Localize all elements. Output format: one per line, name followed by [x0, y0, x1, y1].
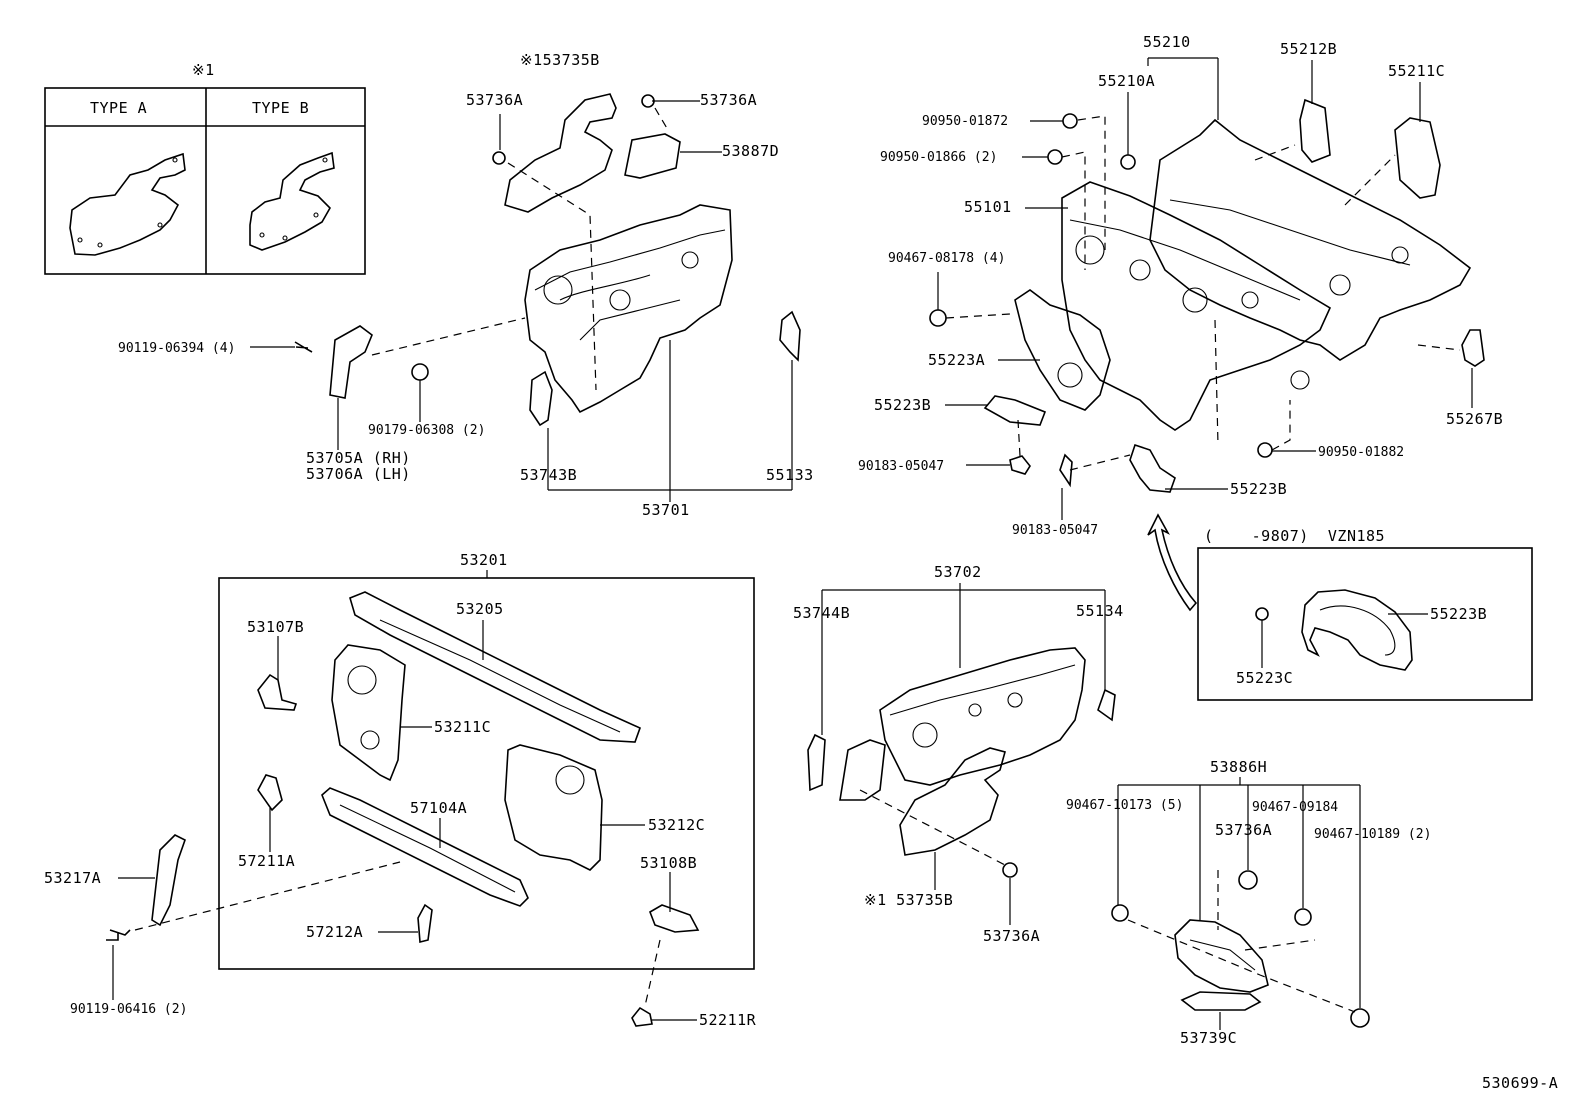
part-label: 90467-10189 (2) — [1314, 827, 1432, 842]
inset-header: ( -9807) VZN185 — [1204, 527, 1386, 545]
part-label: 53739C — [1180, 1029, 1238, 1047]
part-label: 55210 — [1143, 33, 1191, 51]
footer-code: 530699-A — [1482, 1074, 1559, 1092]
part-label: 90467-09184 — [1252, 800, 1339, 815]
part-label: 53743B — [520, 466, 578, 484]
part-label: ※153735B — [520, 51, 600, 69]
part-label: 57211A — [238, 852, 296, 870]
part-label: 57212A — [306, 923, 364, 941]
part-label: 53211C — [434, 718, 492, 736]
part-label: 53744B — [793, 604, 851, 622]
part-label: ※1 53735B — [864, 891, 954, 909]
part-label: 53212C — [648, 816, 706, 834]
part-label: 53736A — [983, 927, 1041, 945]
part-label: 53706A (LH) — [306, 465, 411, 483]
part-label: 55223C — [1236, 669, 1294, 687]
part-label: 53736A — [466, 91, 524, 109]
part-label: 53887D — [722, 142, 780, 160]
part-label: 90950-01866 (2) — [880, 150, 998, 165]
part-label: 57104A — [410, 799, 468, 817]
part-label: 90179-06308 (2) — [368, 423, 486, 438]
part-label: 90183-05047 — [1012, 523, 1099, 538]
part-label: 53705A (RH) — [306, 449, 411, 467]
part-label: 55223B — [874, 396, 932, 414]
leader-lines — [112, 57, 1473, 1030]
part-label: 55223B — [1230, 480, 1288, 498]
part-label: 53886H — [1210, 758, 1268, 776]
part-label: 90119-06416 (2) — [70, 1002, 188, 1017]
legend-mark: ※1 — [192, 61, 215, 79]
part-label: 90950-01882 — [1318, 445, 1405, 460]
part-label: 55134 — [1076, 602, 1124, 620]
part-label: 55223B — [1430, 605, 1488, 623]
bracket-53886H — [1111, 870, 1370, 1028]
legend-type-b: TYPE B — [252, 99, 310, 117]
part-label: 53736A — [1215, 821, 1273, 839]
part-label: 90950-01872 — [922, 114, 1009, 129]
inset-box — [1197, 547, 1533, 701]
part-label: 53701 — [642, 501, 690, 519]
part-label: 53702 — [934, 563, 982, 581]
part-label: 53736A — [700, 91, 758, 109]
part-label: 53107B — [247, 618, 305, 636]
part-label: 53108B — [640, 854, 698, 872]
part-label: 53217A — [44, 869, 102, 887]
dash-panel-53702 — [807, 647, 1116, 878]
part-label: 90467-08178 (4) — [888, 251, 1006, 266]
legend-type-a: TYPE A — [90, 99, 148, 117]
part-label: 90467-10173 (5) — [1066, 798, 1184, 813]
part-label: 55101 — [964, 198, 1012, 216]
part-label: 55211C — [1388, 62, 1446, 80]
part-label: 55223A — [928, 351, 986, 369]
part-label: 55210A — [1098, 72, 1156, 90]
part-label: 90119-06394 (4) — [118, 341, 236, 356]
part-label: 53205 — [456, 600, 504, 618]
part-label: 55267B — [1446, 410, 1504, 428]
dash-panel-53701 — [294, 93, 801, 427]
legend-box — [44, 87, 366, 275]
part-label: 53201 — [460, 551, 508, 569]
dash-panel-55101 — [929, 98, 1485, 612]
part-label: 52211R — [699, 1011, 757, 1029]
part-label: 55133 — [766, 466, 814, 484]
part-label: 55212B — [1280, 40, 1338, 58]
part-label: 90183-05047 — [858, 459, 945, 474]
